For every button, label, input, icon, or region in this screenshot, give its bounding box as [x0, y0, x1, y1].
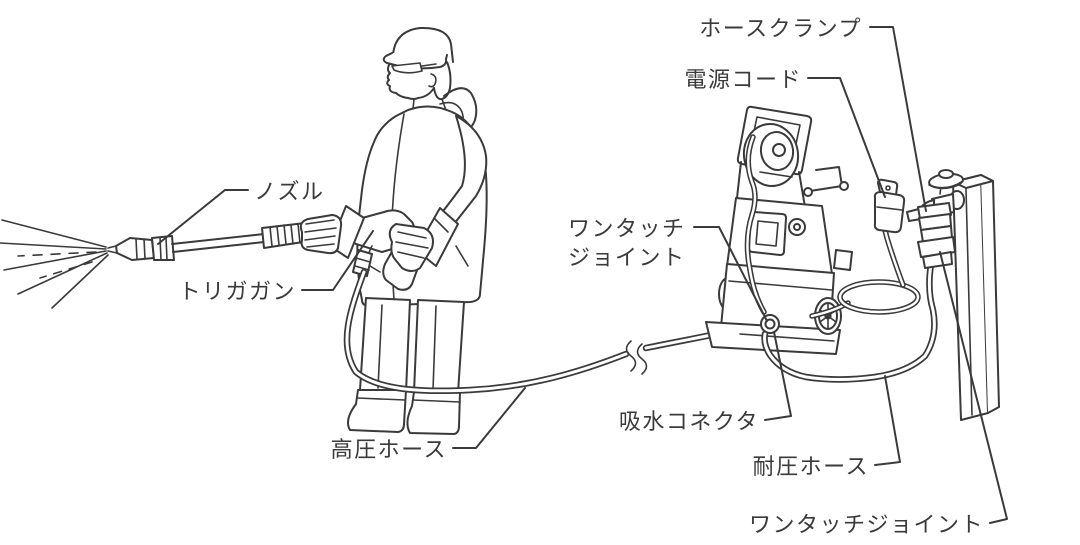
machine-base	[705, 321, 841, 355]
leader-pressure-hose	[874, 375, 901, 466]
water-tap	[906, 169, 1000, 421]
right-boot	[406, 391, 461, 435]
crank-handle	[803, 166, 849, 197]
left-boot	[347, 389, 407, 433]
hair	[433, 59, 452, 101]
rear-hand	[388, 223, 434, 272]
label-one-touch-joint-tap: ワンタッチジョイント	[749, 512, 984, 537]
leader-power-cord	[807, 77, 886, 198]
water-intake-connector	[760, 314, 780, 334]
label-one-touch-joint-line2: ジョイント	[568, 245, 686, 270]
cap	[392, 26, 454, 63]
label-hose-clamp: ホースクランプ	[699, 16, 862, 41]
pressure-washer-machine	[705, 105, 853, 355]
label-nozzle: ノズル	[254, 179, 325, 204]
hands	[299, 205, 459, 272]
right-leg	[413, 299, 465, 394]
carry-slot	[748, 210, 787, 256]
leader-trigger-gun	[301, 230, 374, 291]
label-water-intake-connector: 吸水コネクタ	[619, 409, 759, 434]
hose-break-mark	[625, 340, 648, 375]
leader-one-touch-joint	[693, 226, 768, 322]
pressure-resistant-hose	[761, 260, 938, 383]
leader-nozzle	[157, 189, 249, 245]
leader-one-touch-joint-tap	[939, 251, 1008, 524]
labels: ホースクランプ 電源コード ノズル トリガガン ワンタッチ ジョイント 吸水コネ…	[178, 16, 984, 537]
water-spray	[0, 219, 109, 309]
hose-clamp	[906, 202, 953, 243]
power-cord	[809, 178, 921, 319]
leader-high-pressure-hose	[452, 387, 526, 449]
label-high-pressure-hose: 高圧ホース	[331, 437, 447, 462]
leader-lines	[157, 26, 1008, 524]
hose-reel	[742, 123, 800, 187]
leader-hose-clamp	[869, 26, 927, 212]
label-one-touch-joint-line1: ワンタッチ	[568, 216, 686, 241]
label-pressure-hose: 耐圧ホース	[753, 454, 869, 479]
one-touch-joint-tap	[917, 236, 956, 269]
label-power-cord: 電源コード	[684, 67, 802, 92]
safety-glasses	[391, 62, 437, 74]
leader-water-intake-connector	[764, 331, 792, 421]
nozzle-tip	[115, 237, 155, 261]
label-trigger-gun: トリガガン	[178, 279, 296, 304]
power-plug	[873, 178, 906, 234]
